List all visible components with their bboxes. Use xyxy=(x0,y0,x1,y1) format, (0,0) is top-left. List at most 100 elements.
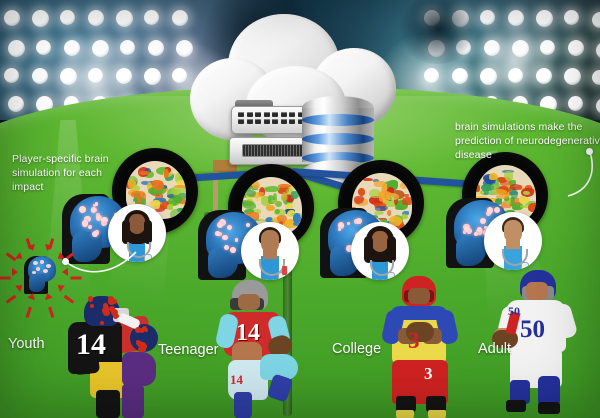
impact-marker xyxy=(224,245,230,251)
floodlight xyxy=(452,10,469,27)
callout-line: Player-specific brain xyxy=(12,153,109,165)
activation-blob xyxy=(387,180,399,191)
floodlight xyxy=(32,68,48,84)
activation-blob xyxy=(242,200,257,210)
helmet-dot xyxy=(103,309,110,317)
blue-xray-skull-icon xyxy=(62,192,132,264)
ethernet-port xyxy=(289,112,295,117)
activation-blob xyxy=(175,179,186,186)
floodlight xyxy=(484,40,500,56)
floodlight xyxy=(428,40,445,57)
impact-marker xyxy=(464,225,471,232)
floodlight xyxy=(4,68,19,83)
impact-marker xyxy=(478,229,483,234)
activation-blob xyxy=(274,209,287,216)
activation-blob xyxy=(177,192,186,200)
floodlight xyxy=(92,40,109,57)
activation-blob xyxy=(275,201,283,208)
activation-blob xyxy=(131,190,145,198)
impact-marker xyxy=(101,216,108,223)
activation-blob xyxy=(140,181,149,186)
ethernet-port xyxy=(272,118,278,124)
activation-blob xyxy=(282,192,287,202)
floodlight xyxy=(452,68,468,84)
brain-activation-map-icon xyxy=(352,173,412,231)
activation-blob xyxy=(505,209,516,214)
jersey-number: 50 xyxy=(520,316,545,343)
floodlight xyxy=(508,68,523,83)
activation-blob xyxy=(496,194,508,200)
activation-blob xyxy=(402,210,409,215)
activation-blob xyxy=(488,173,499,181)
activation-blob xyxy=(510,188,518,199)
activation-blob xyxy=(476,184,481,192)
age-label-college: College xyxy=(332,341,382,357)
floodlight xyxy=(172,10,188,26)
activation-blob xyxy=(354,195,364,205)
age-label-teenager: Teenager xyxy=(158,342,219,358)
impact-marker xyxy=(88,224,92,229)
callout-left-leader-dot xyxy=(62,258,69,265)
activation-blob xyxy=(525,185,532,190)
impact-marker xyxy=(84,215,91,223)
activation-blob xyxy=(242,183,251,192)
brain-scan-disc xyxy=(338,160,424,246)
activation-blob xyxy=(173,194,183,204)
activation-blob xyxy=(491,182,501,192)
activation-blob xyxy=(285,218,296,225)
activation-blob xyxy=(145,167,152,174)
impact-marker xyxy=(91,231,99,238)
activation-blob xyxy=(155,192,163,202)
female-doctor-avatar-icon xyxy=(351,222,409,280)
floodlight xyxy=(564,10,579,25)
activation-blob xyxy=(245,190,257,198)
floodlight xyxy=(480,10,495,25)
floodlight xyxy=(116,68,132,84)
impact-marker xyxy=(95,214,102,221)
floodlight xyxy=(144,68,161,85)
floodlight xyxy=(144,10,159,25)
floodlight xyxy=(36,40,51,55)
floodlight xyxy=(536,10,553,27)
helmet-dot xyxy=(143,327,148,332)
activation-blob xyxy=(379,218,389,225)
ethernet-port xyxy=(238,118,244,124)
activation-blob xyxy=(244,212,260,222)
activation-blob xyxy=(252,181,261,189)
ethernet-port xyxy=(297,112,304,117)
jersey-number-secondary: 50 xyxy=(508,304,520,318)
activation-blob xyxy=(484,175,497,186)
activation-blob xyxy=(396,222,407,231)
activation-blob xyxy=(148,186,163,195)
activation-blob xyxy=(363,177,374,182)
impact-arrow-head xyxy=(12,268,18,276)
impact-arrow-head xyxy=(27,244,37,253)
floodlight xyxy=(60,10,75,25)
callout-right-text: brain simulations make the prediction of… xyxy=(455,120,600,162)
floodlight xyxy=(456,40,471,55)
floodlight xyxy=(32,10,49,27)
activation-blob xyxy=(386,209,392,217)
activation-blob xyxy=(476,195,487,199)
jersey-number: 14 xyxy=(76,328,106,361)
activation-blob xyxy=(508,180,516,186)
floodlight xyxy=(564,68,581,85)
helmet-dot xyxy=(112,313,118,319)
activation-blob xyxy=(494,178,500,186)
jersey-number-secondary: 14 xyxy=(230,372,243,387)
activation-blob xyxy=(152,180,164,191)
helmet-dot xyxy=(90,303,95,308)
activation-blob xyxy=(160,186,167,194)
impact-marker xyxy=(479,218,487,225)
jersey-number-secondary: 3 xyxy=(424,364,433,383)
activation-blob xyxy=(170,209,183,219)
activation-blob xyxy=(164,173,174,182)
helmet-dot xyxy=(112,298,118,304)
impact-marker xyxy=(245,223,251,228)
impact-arrow-head xyxy=(42,291,53,300)
floodlight xyxy=(4,10,20,26)
floodlight xyxy=(8,96,24,112)
activation-blob xyxy=(151,199,160,209)
male-doctor-avatar-icon xyxy=(484,212,542,270)
activation-blob xyxy=(523,191,531,196)
